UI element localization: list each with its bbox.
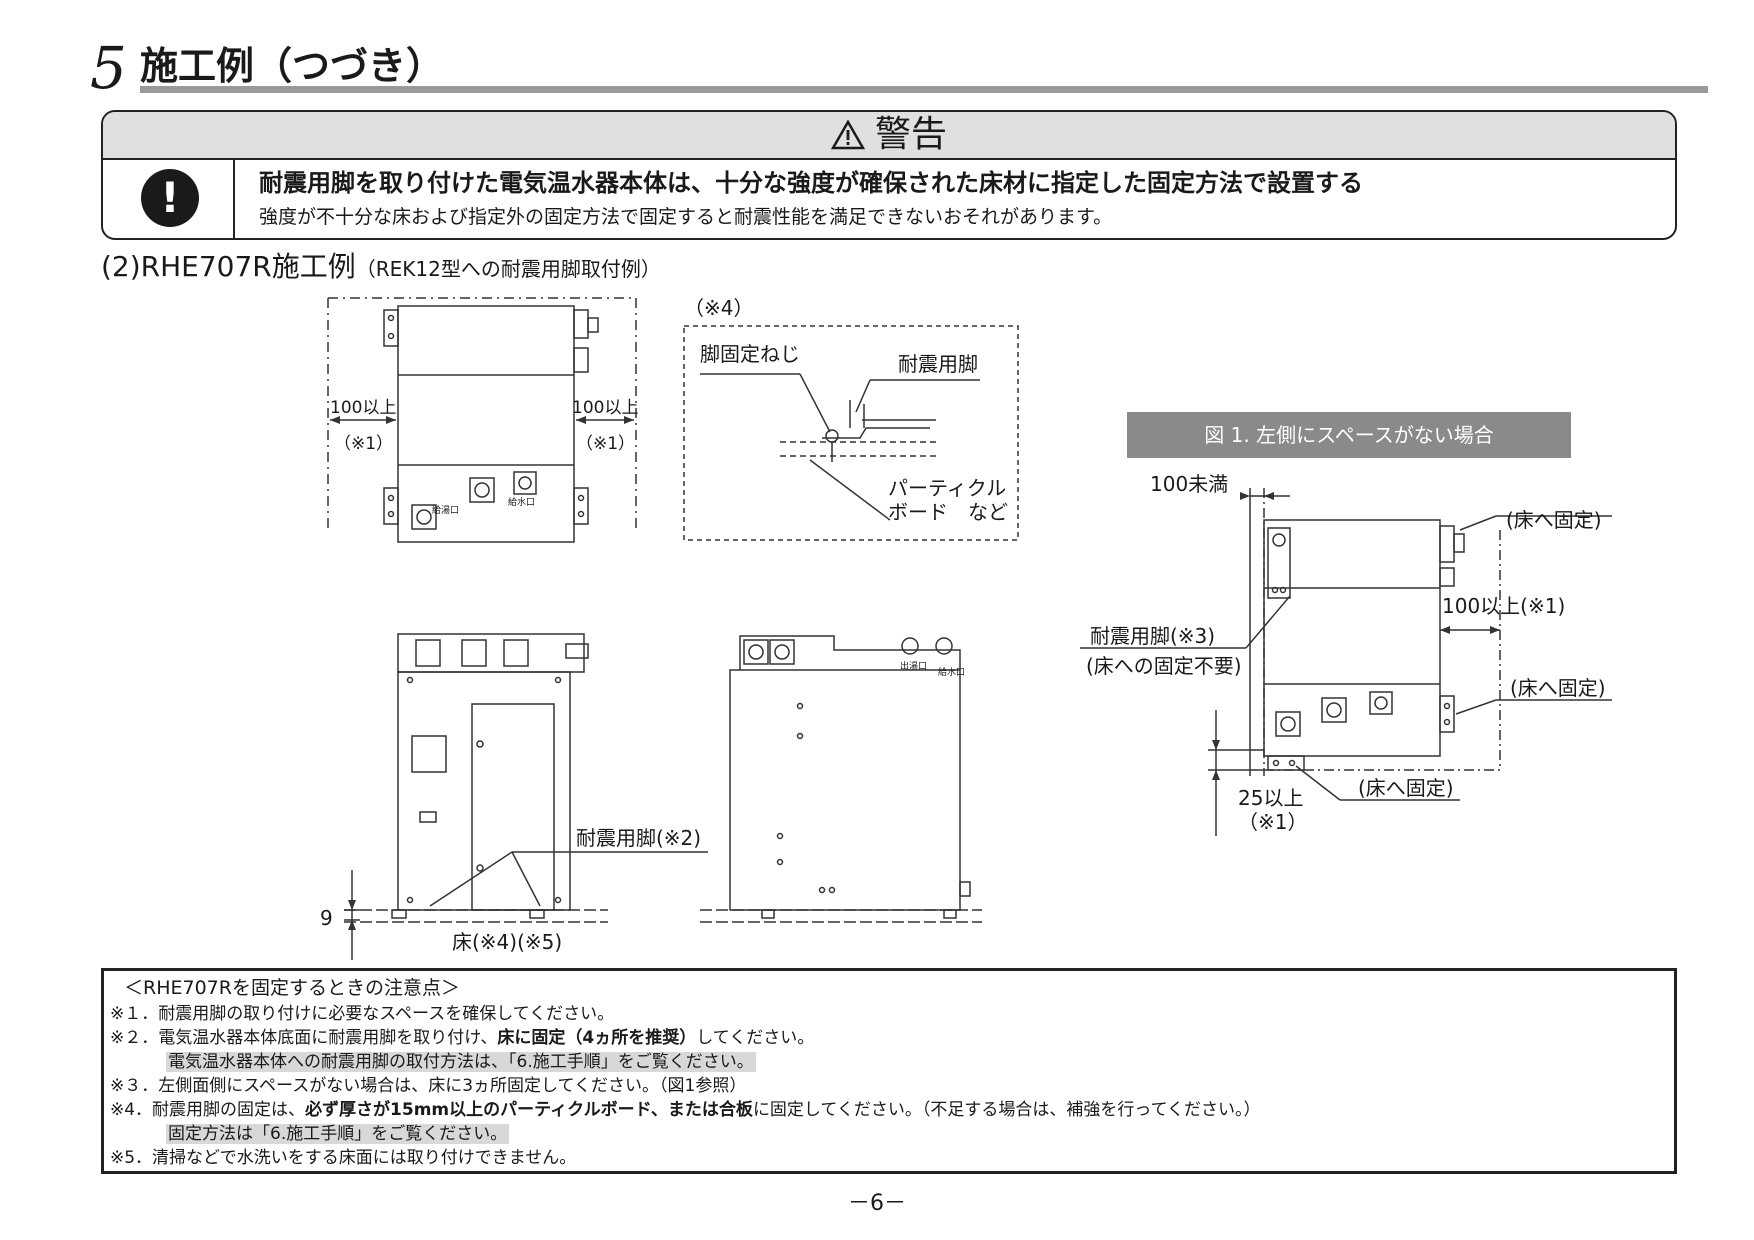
note-2-a: ※２．電気温水器本体底面に耐震用脚を取り付け、 [110, 1028, 498, 1048]
note-3: ※３．左側面側にスペースがない場合は、床に3ヵ所固定してください。（図1参照） [110, 1076, 747, 1096]
top-right-dimension: 100以上 [572, 398, 639, 418]
section-title: 施工例（つづき） [140, 44, 445, 88]
side-port-b-label: 給水口 [938, 668, 966, 678]
figure1-fix-top: (床へ固定) [1506, 508, 1602, 532]
figure1-right-dimension: 100以上(※1) [1442, 594, 1566, 618]
figure1-bottom-dimension: 25以上 [1238, 786, 1304, 810]
warning-icon-cell: ! [103, 160, 235, 238]
page-number: －6－ [848, 1191, 906, 1216]
warning-header: 警告 [103, 112, 1675, 160]
top-left-dimension: 100以上 [330, 398, 397, 418]
warning-title: 警告 [874, 114, 947, 155]
detail-leg-label: 耐震用脚 [898, 352, 978, 376]
floor-label: 床(※4)(※5) [452, 930, 563, 954]
detail-note-ref: （※4） [684, 296, 754, 320]
subheading: (2)RHE707R施工例（REK12型への耐震用脚取付例） [101, 250, 661, 286]
side-port-a-label: 出湯口 [900, 662, 928, 672]
figure1-bottom-note: （※1） [1238, 810, 1308, 834]
note-2-sub: 電気温水器本体への耐震用脚の取付方法は、「6.施工手順」をご覧ください。 [166, 1051, 756, 1073]
top-view-drawing [327, 297, 637, 543]
note-2-c: してください。 [696, 1028, 815, 1048]
note-1: ※１．耐震用脚の取り付けに必要なスペースを確保してください。 [110, 1004, 615, 1024]
note-4-c: に固定してください。（不足する場合は、補強を行ってください。） [752, 1100, 1261, 1120]
figure1-drawing [1080, 488, 1612, 836]
figure1-fix-bottom: (床へ固定) [1358, 776, 1454, 800]
warning-sub-text: 強度が不十分な床および指定外の固定方法で固定すると耐震性能を満足できないおそれが… [259, 206, 1113, 228]
detail-drawing [683, 325, 1019, 541]
dimension-arrowheads [330, 416, 1500, 930]
note-4-sub: 固定方法は「6.施工手順」をご覧ください。 [166, 1123, 510, 1145]
figure1-leg-label: 耐震用脚(※3) [1090, 624, 1216, 648]
section-number: 5 [90, 34, 127, 102]
header-rule [140, 86, 1708, 93]
mandatory-exclamation-icon: ! [141, 169, 199, 227]
note-4-bold: 必ず厚さが15mm以上のパーティクルボード、または合板 [305, 1100, 753, 1120]
warning-triangle-icon [830, 120, 865, 150]
top-port-right-label: 給水口 [508, 498, 536, 508]
figure1-gap-label: 100未満 [1150, 472, 1229, 496]
front-height-dimension: 9 [320, 906, 333, 930]
subheading-sub: （REK12型への耐震用脚取付例） [355, 257, 661, 281]
top-left-note: （※1） [334, 434, 394, 454]
board-label-1: パーティクル [888, 476, 1007, 500]
front-view-drawing [344, 633, 708, 960]
top-right-note: （※1） [576, 434, 636, 454]
note-2: ※２．電気温水器本体底面に耐震用脚を取り付け、床に固定（4ヵ所を推奨）してくださ… [110, 1027, 814, 1049]
figure1-leg-sub: (床への固定不要) [1086, 654, 1242, 678]
subheading-main: (2)RHE707R施工例 [101, 250, 356, 283]
warning-main-text: 耐震用脚を取り付けた電気温水器本体は、十分な強度が確保された床材に指定した固定方… [259, 169, 1363, 197]
top-port-left-label: 給湯口 [432, 506, 460, 516]
note-4-a: ※4．耐震用脚の固定は、 [110, 1100, 306, 1120]
notes-box: ＜RHE707Rを固定するときの注意点＞ ※１．耐震用脚の取り付けに必要なスペー… [101, 968, 1677, 1174]
side-view-drawing [700, 635, 982, 923]
front-leg-label: 耐震用脚(※2) [576, 826, 702, 850]
note-2-bold: 床に固定（4ヵ所を推奨） [497, 1028, 697, 1048]
notes-heading: ＜RHE707Rを固定するときの注意点＞ [124, 977, 460, 999]
note-2-sub-text: 電気温水器本体への耐震用脚の取付方法は、「6.施工手順」をご覧ください。 [166, 1052, 756, 1072]
board-label-2: ボード など [888, 500, 1008, 524]
note-4-sub-text: 固定方法は「6.施工手順」をご覧ください。 [166, 1124, 510, 1144]
note-4: ※4．耐震用脚の固定は、必ず厚さが15mm以上のパーティクルボード、または合板に… [110, 1099, 1261, 1121]
figure1-fix-mid: (床へ固定) [1510, 676, 1606, 700]
screw-label: 脚固定ねじ [700, 342, 800, 366]
warning-box: 警告 ! 耐震用脚を取り付けた電気温水器本体は、十分な強度が確保された床材に指定… [101, 110, 1677, 240]
note-5: ※5．清掃などで水洗いをする床面には取り付けできません。 [110, 1148, 577, 1168]
figure1-caption: 図 1. 左側にスペースがない場合 [1127, 412, 1571, 458]
